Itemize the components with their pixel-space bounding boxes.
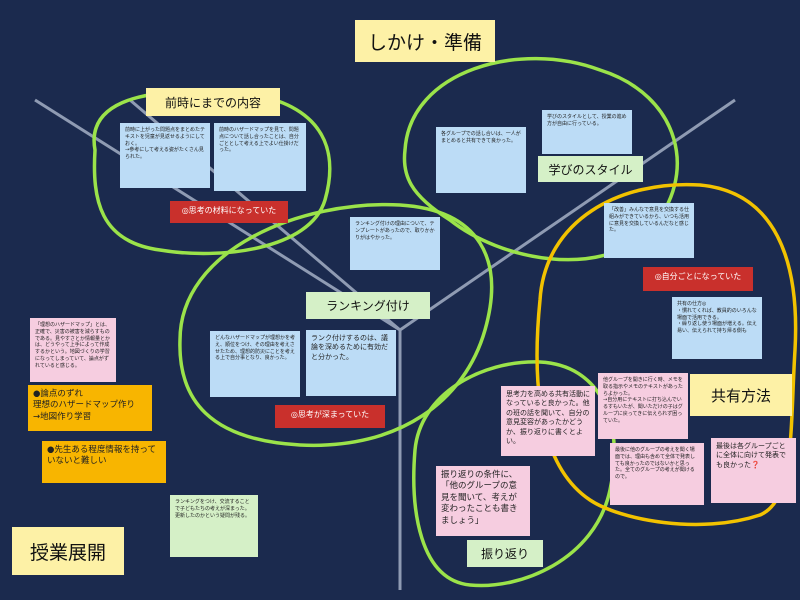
tag-jibun-goto: ◎自分ごとになっていた: [643, 267, 753, 291]
note-kyoyu-3: 他グループを開きに行く時、メモを取る指示やメモのテキストがあったらよかった。 →…: [598, 373, 688, 439]
note-bottom-1: ランキングをつけ、交流することで子どもたちの考えが深まった。更新したのかという疑…: [170, 495, 258, 557]
note-left-1: 「理想のハザードマップ」とは、正確で、災害の被害を減らすものである。見やすさとか…: [30, 318, 116, 382]
note-kyoyu-5: 最後は各グループごとに全体に向けて発表でも良かった❓: [711, 438, 796, 503]
note-ranking-3: ランク付けするのは、議論を深めるために有効だと分かった。: [306, 330, 396, 396]
note-manabi-2: 各グループでの話し合いは、一人がまとめると共有できて良かった。: [436, 127, 526, 193]
note-left-2: ●論点のずれ 理想のハザードマップ作り →地図作り学習: [28, 385, 152, 431]
note-left-3: ●先生ある程度情報を持っていないと難しい: [42, 441, 166, 483]
tag-shiko-zairyo: ◎思考の材料になっていた: [170, 201, 288, 223]
label-ranking: ランキング付け: [306, 292, 430, 319]
note-ranking-2: どんなハザードマップが理想かを考え、順位をつけ、その理由を考えさせたため、理想的…: [210, 331, 300, 397]
label-kyoyu: 共有方法: [690, 374, 792, 416]
note-kyoyu-1: 「改善」みんなで意見を交換する仕組みができているから、いつも活用に意見を交換して…: [604, 203, 694, 258]
note-furi-2: 振り返りの条件に、「他のグループの意見を聞いて、考えが変わったことも書きましょう…: [436, 466, 530, 536]
axis-line-right-upper: [399, 98, 736, 332]
tag-shiko-fukamatte: ◎思考が深まっていた: [275, 405, 385, 428]
loop-manabi: [402, 56, 679, 262]
loop-ranking: [178, 202, 494, 448]
note-furi-1: 思考力を高める共有活動になっていると良かった。他の班の話を聞いて、自分の意見変容…: [501, 386, 595, 456]
note-zenji-2: 前時のハザードマップを見て、問題点について話し合ったことは、自分ごととして考える…: [214, 123, 306, 191]
note-zenji-1: 前時に上がった問題点をまとめたテキストを児童が見返せるようにしておく。 →参考に…: [120, 123, 210, 188]
note-manabi-1: 学びのスタイルとして、授業の進め方が自由に行っている。: [542, 110, 632, 154]
note-ranking-1: ランキング付けの理由について、テンプレートがあったので、取りかかりがはやかった。: [350, 217, 440, 270]
title-jugyo: 授業展開: [12, 527, 124, 575]
title-shikake: しかけ・準備: [355, 20, 495, 62]
note-kyoyu-2: 共有の仕方◎ ・慣れてくれば、教員的のいろんな場面で活用できる。 ・繰り返し使う…: [672, 297, 762, 359]
note-kyoyu-4: 最後に他のグループの考えを聞く場面では、理由も含めて全体で発表しても良かったので…: [610, 443, 704, 505]
label-furikaeri: 振り返り: [467, 540, 543, 567]
label-manabi: 学びのスタイル: [538, 156, 643, 182]
loop-furikaeri: [412, 360, 616, 588]
label-zenji: 前時にまでの内容: [146, 88, 280, 116]
